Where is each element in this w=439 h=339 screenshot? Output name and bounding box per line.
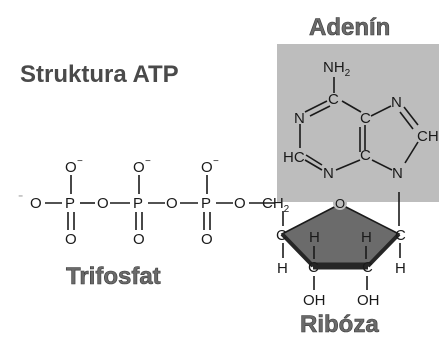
adenine-c2-group: HC xyxy=(283,149,305,166)
adenine-label: Adenín xyxy=(309,14,390,41)
methylene-group: CH2 xyxy=(262,195,290,215)
phosphate-1-bottom-oxygen: O xyxy=(65,231,77,248)
triphosphate-group: ⁻ O P P P O O O O − O − O − O O O CH2 xyxy=(18,156,290,248)
ribose-group: O C C C C H H H H OH OH xyxy=(276,192,406,309)
phosphate-1-top-charge: − xyxy=(77,156,83,167)
adenine-n7-nitrogen: N xyxy=(391,94,402,111)
adenine-amine: NH2 xyxy=(323,59,351,79)
ribose-c2-carbon: C xyxy=(362,259,373,276)
ribose-inner-h-left: H xyxy=(309,229,320,246)
adenine-highlight-box xyxy=(277,44,439,202)
phosphate-3-top-charge: − xyxy=(213,156,219,167)
adenine-n3-nitrogen: N xyxy=(323,165,334,182)
phosphate-3-top-oxygen: O xyxy=(201,159,213,176)
ribose-label: Ribóza xyxy=(300,311,379,338)
phosphate-1-top-oxygen: O xyxy=(65,159,77,176)
diagram-title: Struktura ATP xyxy=(20,61,179,88)
ribose-c4-carbon: C xyxy=(276,227,287,244)
adenine-c8-group: CH xyxy=(417,128,439,145)
adenine-c6-carbon: C xyxy=(328,91,339,108)
ribose-outer-h-left: H xyxy=(277,260,288,277)
terminal-oxygen: O xyxy=(30,195,42,212)
adenine-c4-carbon: C xyxy=(360,147,371,164)
phosphate-2-top-charge: − xyxy=(145,156,151,167)
adenine-n9-nitrogen: N xyxy=(392,165,403,182)
bridge-oxygen-1: O xyxy=(97,195,109,212)
ribose-ring xyxy=(280,203,401,267)
ribose-hydroxyl-3: OH xyxy=(303,292,326,309)
terminal-oxygen-charge: ⁻ xyxy=(18,193,23,204)
adenine-c5-carbon: C xyxy=(360,110,371,127)
ribose-c3-carbon: C xyxy=(308,259,319,276)
adenine-n1-nitrogen: N xyxy=(294,110,305,127)
ribose-ring-oxygen: O xyxy=(335,196,345,211)
phosphorus-3: P xyxy=(201,195,211,212)
triphosphate-label: Trifosfat xyxy=(66,263,161,290)
phosphate-2-bottom-oxygen: O xyxy=(133,231,145,248)
ribose-outer-h-right: H xyxy=(395,260,406,277)
ribose-inner-h-right: H xyxy=(361,229,372,246)
phosphorus-2: P xyxy=(133,195,143,212)
phosphate-3-bottom-oxygen: O xyxy=(201,231,213,248)
bridge-oxygen-2: O xyxy=(166,195,178,212)
phosphate-2-top-oxygen: O xyxy=(133,159,145,176)
phosphorus-1: P xyxy=(65,195,75,212)
adenine-group: NH2 C N HC N C C N CH N xyxy=(283,59,439,182)
ribose-hydroxyl-2: OH xyxy=(357,292,380,309)
bridge-oxygen-3: O xyxy=(234,195,246,212)
ribose-c1-carbon: C xyxy=(395,227,406,244)
